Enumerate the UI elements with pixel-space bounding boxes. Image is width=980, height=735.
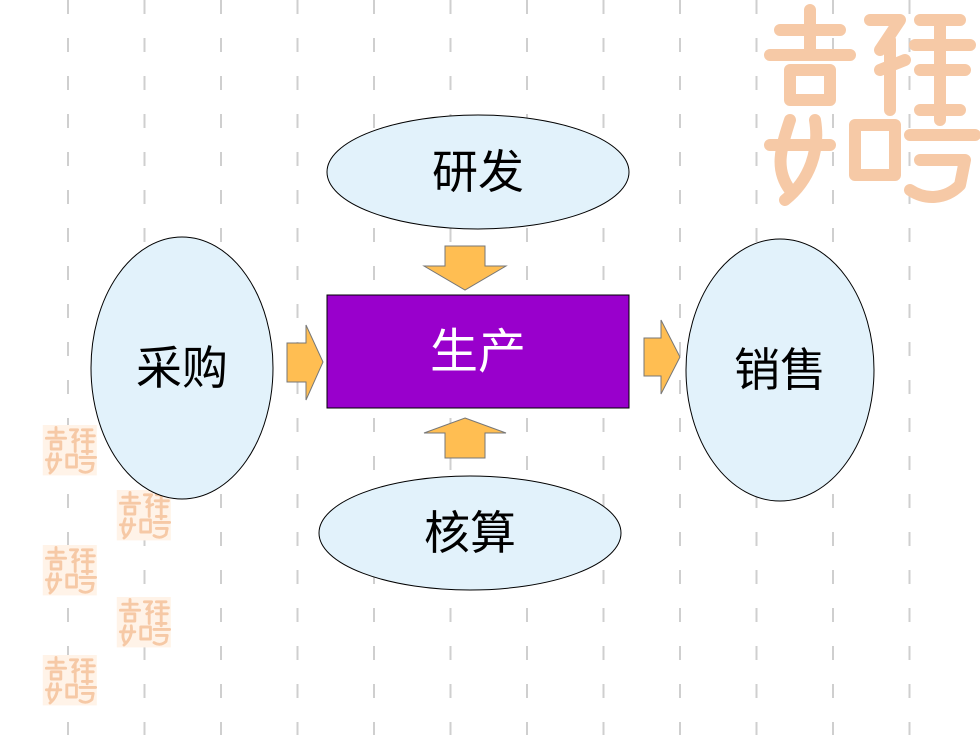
- node-top: 研发: [326, 114, 630, 230]
- node-top-label: 研发: [432, 145, 524, 199]
- node-left-shape: [90, 236, 274, 500]
- node-bottom-label: 核算: [424, 506, 516, 560]
- small-seal-icon: [42, 655, 98, 706]
- arrow-top-down: [422, 245, 508, 291]
- node-left-label: 采购: [136, 341, 228, 395]
- node-top-shape: [326, 114, 630, 230]
- small-seal-icon: [42, 425, 98, 476]
- node-center-shape: [326, 294, 630, 409]
- node-right-shape: [685, 238, 875, 502]
- arrow-bottom-up: [423, 417, 507, 459]
- small-seal-icon: [116, 490, 172, 541]
- node-center: 生产: [326, 294, 630, 409]
- node-right-label: 销售: [734, 343, 826, 397]
- node-left: 采购: [90, 236, 274, 500]
- node-bottom-shape: [318, 475, 622, 591]
- arrow-right-right: [643, 319, 681, 395]
- small-seal-icon: [116, 597, 172, 648]
- node-center-label: 生产: [430, 324, 526, 380]
- small-seal-icon: [42, 545, 98, 596]
- arrow-left-right: [286, 324, 324, 401]
- node-right: 销售: [685, 238, 875, 502]
- auspicious-seal-icon: [764, 4, 980, 206]
- node-bottom: 核算: [318, 475, 622, 591]
